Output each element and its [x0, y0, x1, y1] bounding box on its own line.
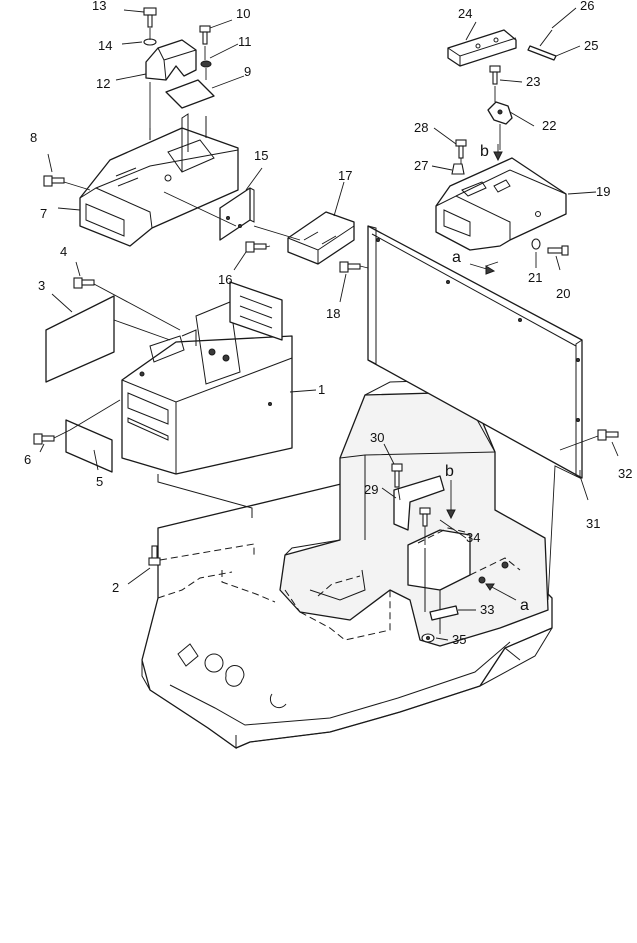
bracket-17 — [287, 211, 355, 265]
callout-35: 35 — [452, 632, 466, 647]
callout-11: 11 — [238, 34, 252, 49]
callout-13: 13 — [92, 0, 106, 13]
bolt-28 — [455, 139, 467, 159]
plate-9 — [165, 79, 215, 109]
callout-7: 7 — [40, 206, 47, 221]
plate-24 — [447, 29, 517, 67]
ref-a-lower: a — [520, 597, 529, 614]
cover-plate-3 — [45, 295, 115, 383]
washer-11 — [200, 60, 212, 68]
callout-16: 16 — [218, 272, 232, 287]
callout-6: 6 — [24, 452, 31, 467]
bracket-15 — [219, 187, 255, 241]
callout-19: 19 — [596, 184, 610, 199]
reference-letters: a a b b — [445, 143, 529, 614]
callout-24: 24 — [458, 6, 472, 21]
callout-17: 17 — [338, 168, 352, 183]
callout-20: 20 — [556, 286, 570, 301]
callout-14: 14 — [98, 38, 112, 53]
callout-23: 23 — [526, 74, 540, 89]
callout-leaders — [39, 7, 619, 641]
callout-31: 31 — [586, 516, 600, 531]
bolt-13 — [143, 7, 157, 28]
callout-25: 25 — [584, 38, 598, 53]
callout-4: 4 — [60, 244, 67, 259]
callout-labels: 1 2 3 4 5 6 7 8 9 10 11 12 13 14 15 16 1… — [24, 0, 632, 647]
right-cover — [435, 157, 567, 251]
bracket-29 — [393, 475, 445, 531]
partition-panel — [367, 225, 583, 601]
bolt-18 — [339, 261, 361, 273]
callout-2: 2 — [112, 580, 119, 595]
cover-bracket-12 — [145, 39, 197, 81]
left-cover — [79, 113, 239, 247]
washer-21 — [531, 238, 541, 250]
callout-32: 32 — [618, 466, 632, 481]
callout-18: 18 — [326, 306, 340, 321]
reference-arrows — [446, 144, 517, 601]
cap-27 — [451, 163, 465, 175]
bolt-30 — [391, 463, 403, 488]
bolt-23 — [489, 65, 501, 85]
operator-seat-base — [279, 379, 549, 647]
ref-b-upper: b — [480, 143, 489, 160]
callout-21: 21 — [528, 270, 542, 285]
callout-26: 26 — [580, 0, 594, 13]
bolt-16 — [245, 241, 267, 253]
cover-plate-5 — [65, 419, 113, 473]
ref-b-lower: b — [445, 463, 454, 480]
callout-15: 15 — [254, 148, 268, 163]
ref-a-upper: a — [452, 249, 461, 266]
bolt-32 — [597, 429, 619, 441]
strip-25 — [527, 29, 557, 61]
electrical-box — [121, 281, 293, 518]
bracket-22 — [487, 101, 513, 125]
callout-1: 1 — [318, 382, 325, 397]
callout-30: 30 — [370, 430, 384, 445]
callout-28: 28 — [414, 120, 428, 135]
callout-29: 29 — [364, 482, 378, 497]
bolt-2 — [148, 545, 161, 566]
callout-27: 27 — [414, 158, 428, 173]
callout-10: 10 — [236, 6, 250, 21]
bolt-8 — [43, 175, 65, 187]
callout-8: 8 — [30, 130, 37, 145]
nut-35 — [421, 633, 435, 643]
callout-33: 33 — [480, 602, 494, 617]
bracket-33 — [429, 605, 459, 621]
bolt-6 — [33, 433, 55, 445]
bolt-10 — [199, 25, 211, 45]
callout-5: 5 — [96, 474, 103, 489]
bolt-20 — [547, 245, 569, 256]
callout-22: 22 — [542, 118, 556, 133]
callout-3: 3 — [38, 278, 45, 293]
bolt-4 — [73, 277, 95, 289]
callout-12: 12 — [96, 76, 110, 91]
callout-9: 9 — [244, 64, 251, 79]
callout-34: 34 — [466, 530, 480, 545]
assembly-lines — [53, 28, 599, 634]
